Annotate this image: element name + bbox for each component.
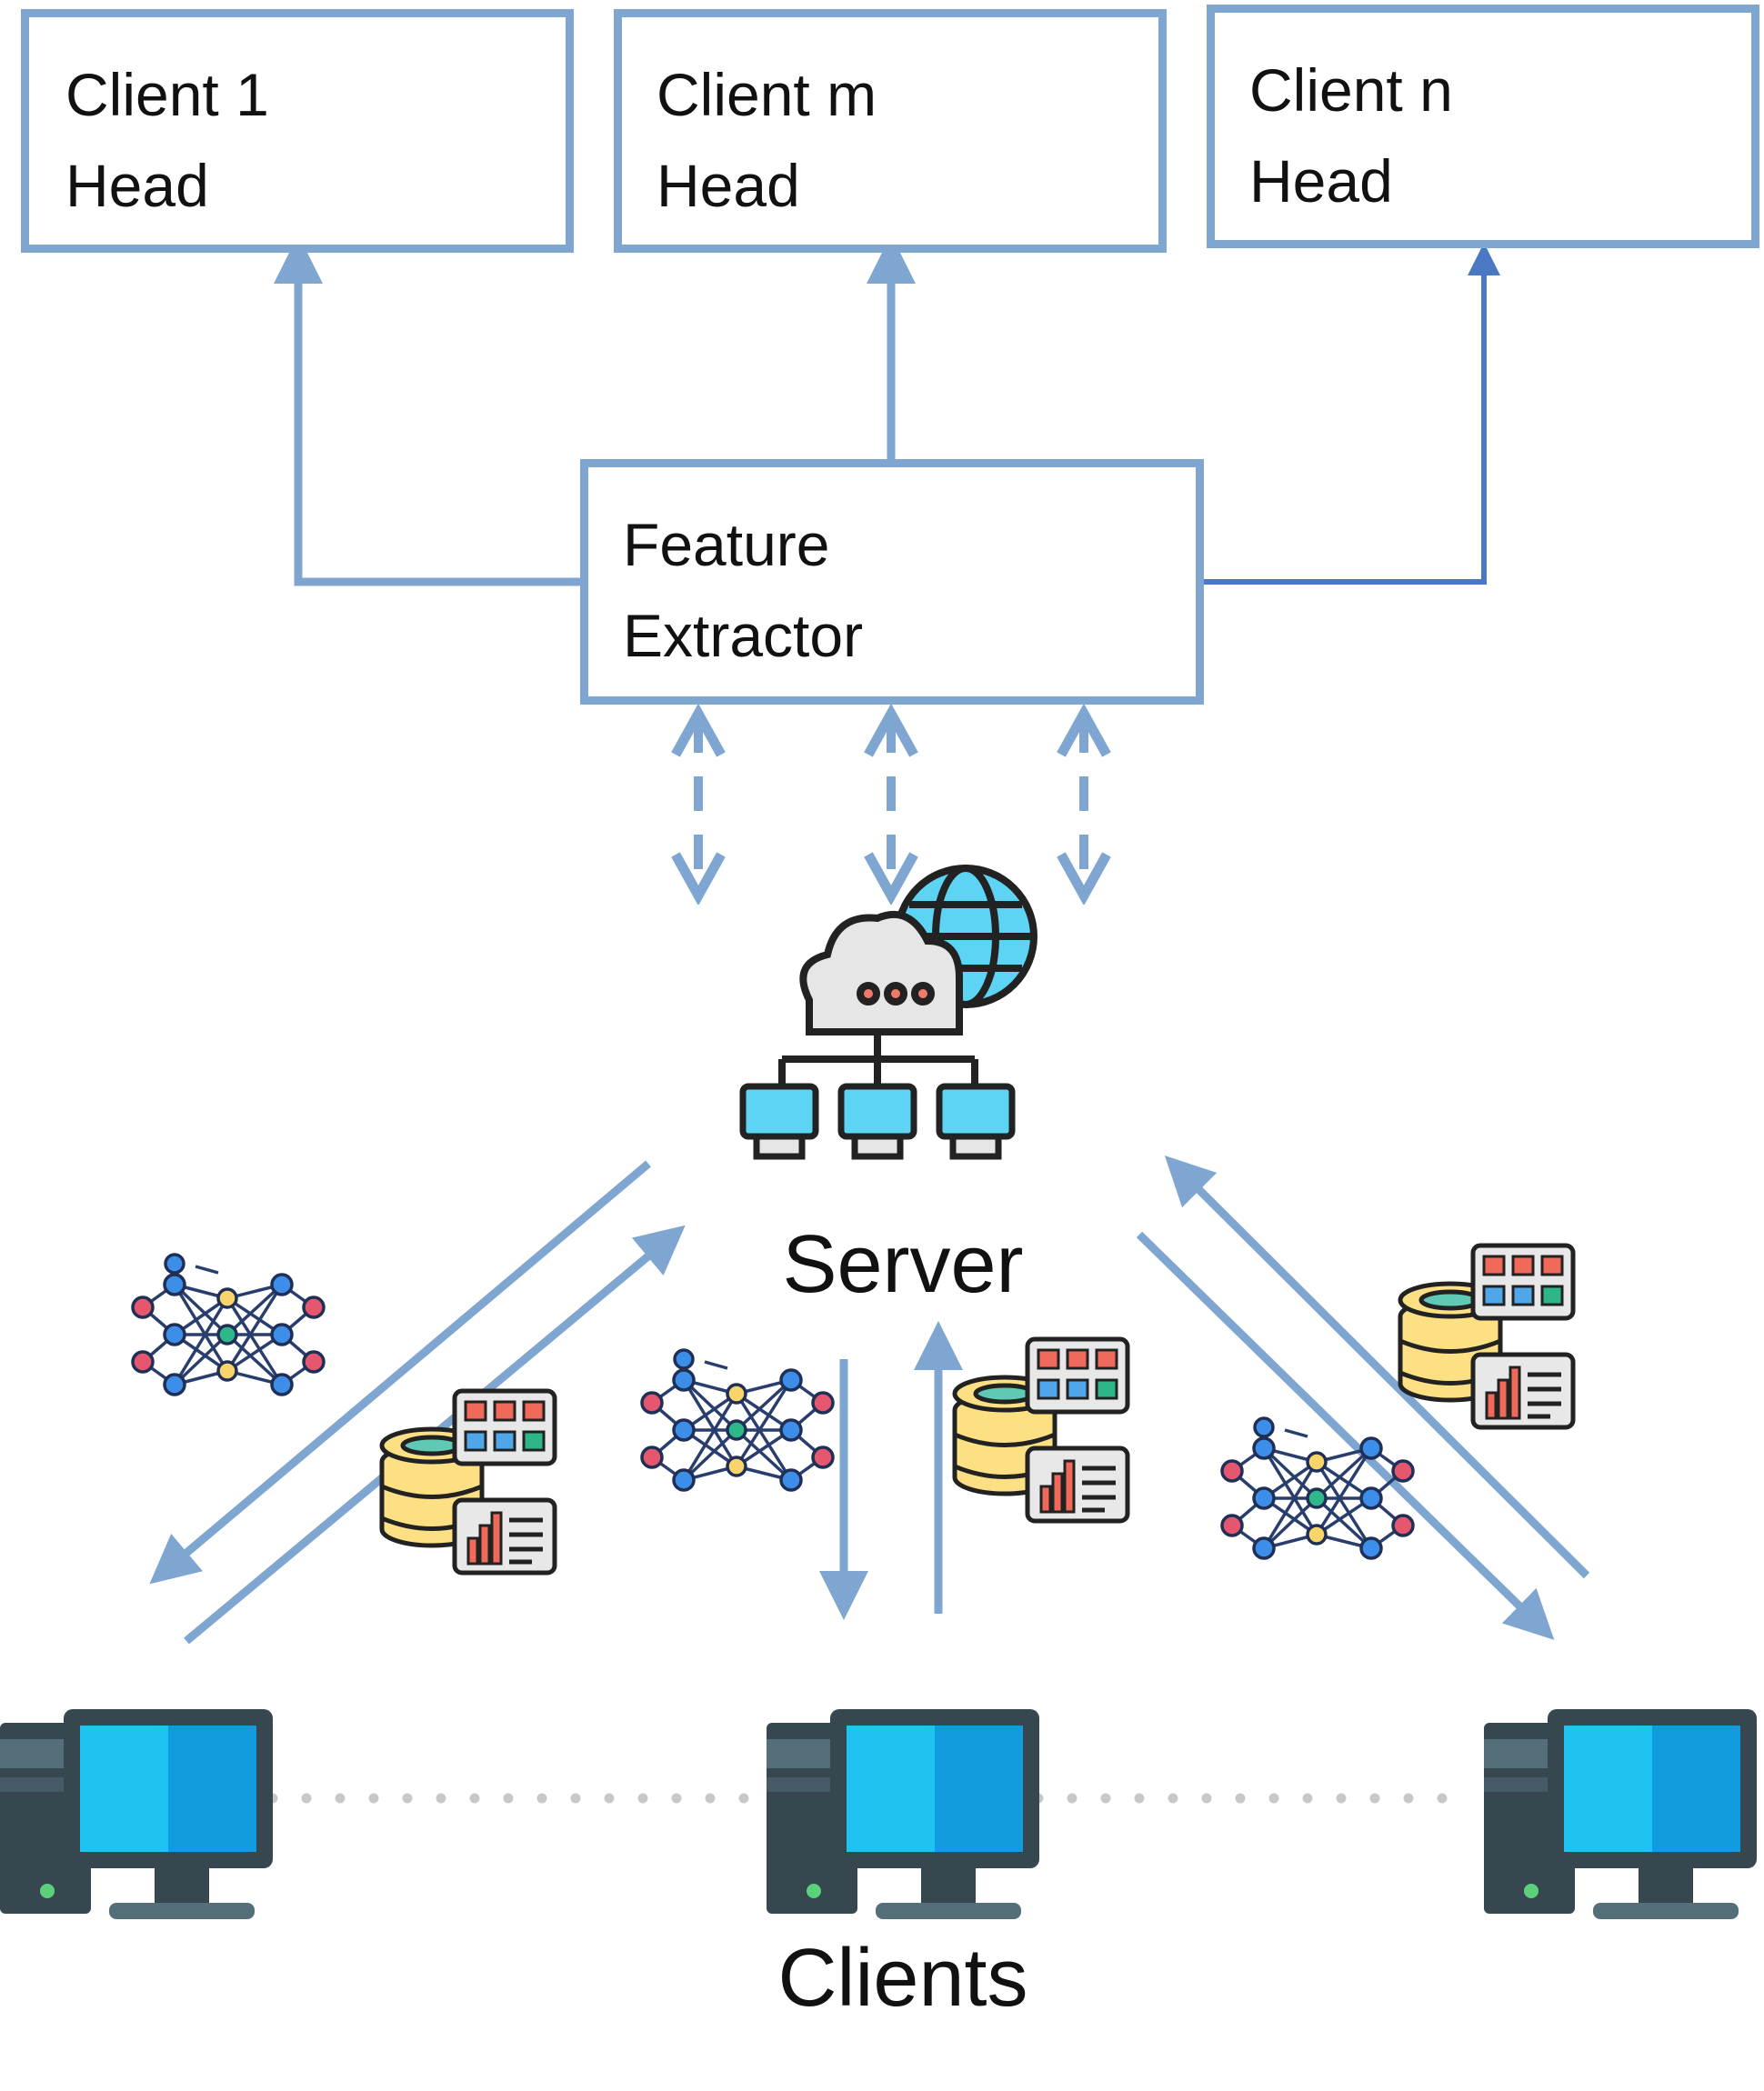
arrow-server-to-client-right <box>1136 1231 1555 1640</box>
arrow-to-head-n <box>1200 243 1500 585</box>
client-n-head-box: Client n Head <box>1207 5 1759 248</box>
feature-extractor-subtitle: Extractor <box>623 602 864 669</box>
server-icon <box>743 868 1034 1156</box>
client-m-head-box: Client m Head <box>614 9 1167 253</box>
feature-extractor-box: Feature Extractor <box>580 459 1204 705</box>
data-icon-right <box>1400 1246 1573 1427</box>
data-icon-left <box>382 1391 555 1573</box>
arrow-to-head-1 <box>274 235 582 586</box>
server-label: Server <box>782 1219 1024 1310</box>
client-1-head-box: Client 1 Head <box>21 9 574 253</box>
dashed-sync-arrows <box>698 718 1084 891</box>
client-m-head-title: Client m <box>656 61 877 128</box>
model-icon-left <box>131 1253 326 1396</box>
client-computer-left <box>0 1709 273 1919</box>
feature-extractor-title: Feature <box>623 511 830 578</box>
client-n-head-title: Client n <box>1249 56 1453 124</box>
client-m-head-subtitle: Head <box>656 152 800 219</box>
client-computer-right <box>1484 1709 1757 1919</box>
client-1-head-subtitle: Head <box>65 152 209 219</box>
client-1-head-title: Client 1 <box>65 61 269 128</box>
model-icon-right <box>1220 1416 1415 1560</box>
data-icon-middle <box>955 1339 1128 1521</box>
client-computer-middle <box>767 1709 1039 1919</box>
client-n-head-subtitle: Head <box>1249 147 1393 215</box>
arrow-server-to-client-left <box>149 1160 651 1585</box>
clients-label: Clients <box>777 1933 1028 2024</box>
arrow-client-right-to-server <box>1164 1155 1590 1579</box>
model-icon-middle <box>640 1348 835 1492</box>
